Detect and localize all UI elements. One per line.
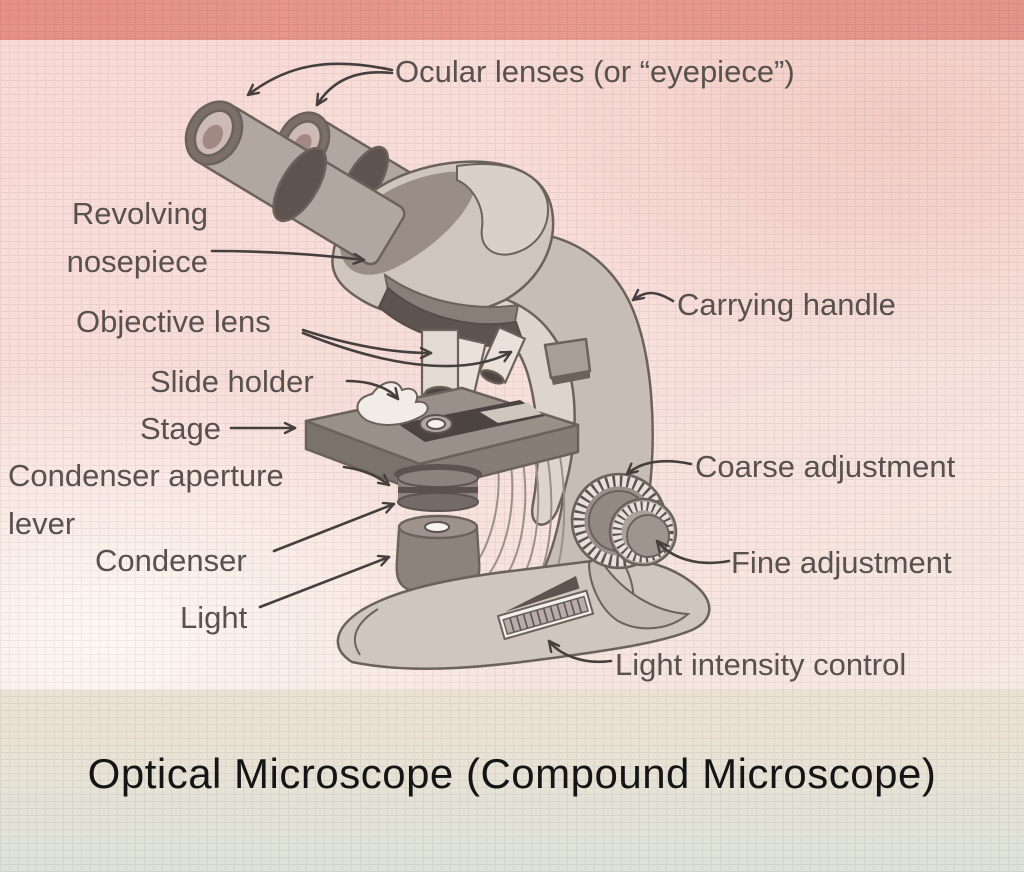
top-color-band xyxy=(0,0,1024,40)
light-intensity-control-part xyxy=(496,575,595,641)
label-fine-adjustment: Fine adjustment xyxy=(731,545,952,580)
label-coarse-adjustment: Coarse adjustment xyxy=(695,449,956,484)
arrow-objective-a xyxy=(301,328,433,353)
condenser-part xyxy=(394,464,482,512)
label-objective-lens: Objective lens xyxy=(76,304,271,339)
label-carrying-handle: Carrying handle xyxy=(677,287,896,322)
label-condenser: Condenser xyxy=(95,543,247,578)
arrow-condenser xyxy=(272,504,396,553)
label-condenser-aperture-lever: Condenser aperture lever xyxy=(8,458,284,541)
label-light-intensity-control: Light intensity control xyxy=(615,647,907,682)
arrow-objective-b xyxy=(301,331,513,368)
label-stage: Stage xyxy=(140,411,222,446)
light-part xyxy=(395,514,481,596)
eyepiece-tube-front xyxy=(184,100,406,266)
label-slide-holder: Slide holder xyxy=(150,364,314,399)
arrow-light xyxy=(258,557,391,609)
arrow-cond-aperture xyxy=(342,465,391,487)
knob-leg xyxy=(587,554,691,630)
arrow-light-intensity xyxy=(547,639,613,664)
label-revolving-nosepiece: Revolving nosepiece xyxy=(66,196,208,279)
arrow-carrying-handle xyxy=(631,293,675,303)
arrow-coarse xyxy=(625,459,693,476)
arrow-ocular-left xyxy=(246,62,394,97)
slide-holder-part xyxy=(356,381,429,426)
callout-arrows xyxy=(210,62,731,664)
arrow-fine xyxy=(655,539,731,565)
arrow-slide-holder xyxy=(345,379,400,401)
bottom-color-band xyxy=(0,690,1024,872)
label-ocular-lenses: Ocular lenses (or “eyepiece”) xyxy=(395,54,795,89)
arrow-nosepiece xyxy=(210,249,366,260)
label-light: Light xyxy=(180,600,248,635)
fine-adjustment-knob xyxy=(608,497,678,567)
diagram-title: Optical Microscope (Compound Microscope) xyxy=(87,750,937,797)
arrow-ocular-right xyxy=(315,71,394,107)
